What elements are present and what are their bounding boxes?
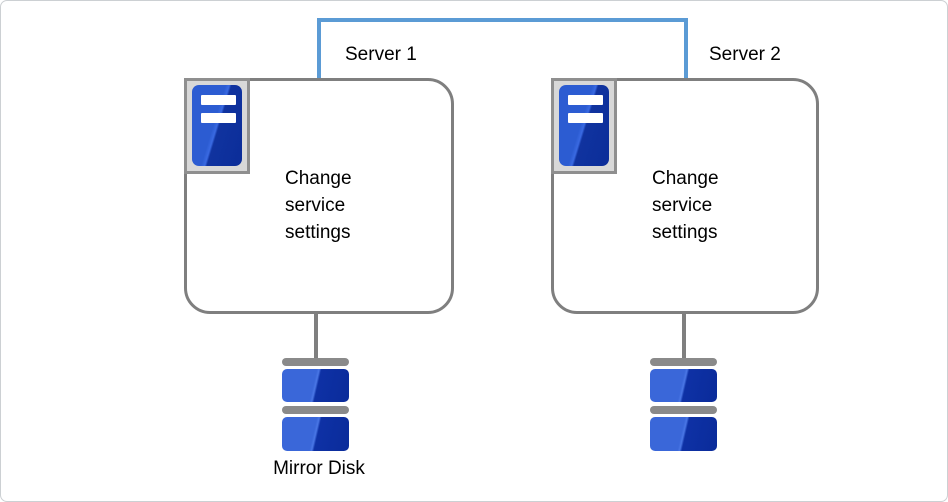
mirror-disk-icon bbox=[282, 358, 349, 451]
disk-spindle-bar bbox=[282, 406, 349, 414]
interconnect-line bbox=[317, 18, 688, 79]
server-drive-slot bbox=[567, 113, 603, 123]
server1-caption: Change service settings bbox=[285, 168, 352, 243]
server-tower-icon bbox=[551, 78, 617, 174]
server2-box: Change service settings bbox=[551, 78, 819, 314]
disk-spindle-bar bbox=[282, 358, 349, 366]
disk-platter bbox=[650, 369, 717, 402]
server-drive-slot bbox=[200, 113, 236, 123]
server-tower-body bbox=[192, 85, 242, 166]
disk-spindle-bar bbox=[650, 358, 717, 366]
server-drive-slot bbox=[567, 95, 603, 105]
server1-box: Change service settings bbox=[184, 78, 454, 314]
disk-platter bbox=[650, 417, 717, 451]
server-tower-body bbox=[559, 85, 609, 166]
disk-spindle-bar bbox=[650, 406, 717, 414]
mirror-disk-icon bbox=[650, 358, 717, 451]
server2-label: Server 2 bbox=[709, 44, 781, 65]
server-drive-slot bbox=[200, 95, 236, 105]
server2-caption: Change service settings bbox=[652, 168, 719, 243]
disk-platter bbox=[282, 369, 349, 402]
server-tower-icon bbox=[184, 78, 250, 174]
server1-disk-connector bbox=[314, 312, 318, 360]
mirror-disk-label: Mirror Disk bbox=[273, 458, 365, 479]
disk-platter bbox=[282, 417, 349, 451]
server2-disk-connector bbox=[682, 312, 686, 360]
server1-label: Server 1 bbox=[345, 44, 417, 65]
